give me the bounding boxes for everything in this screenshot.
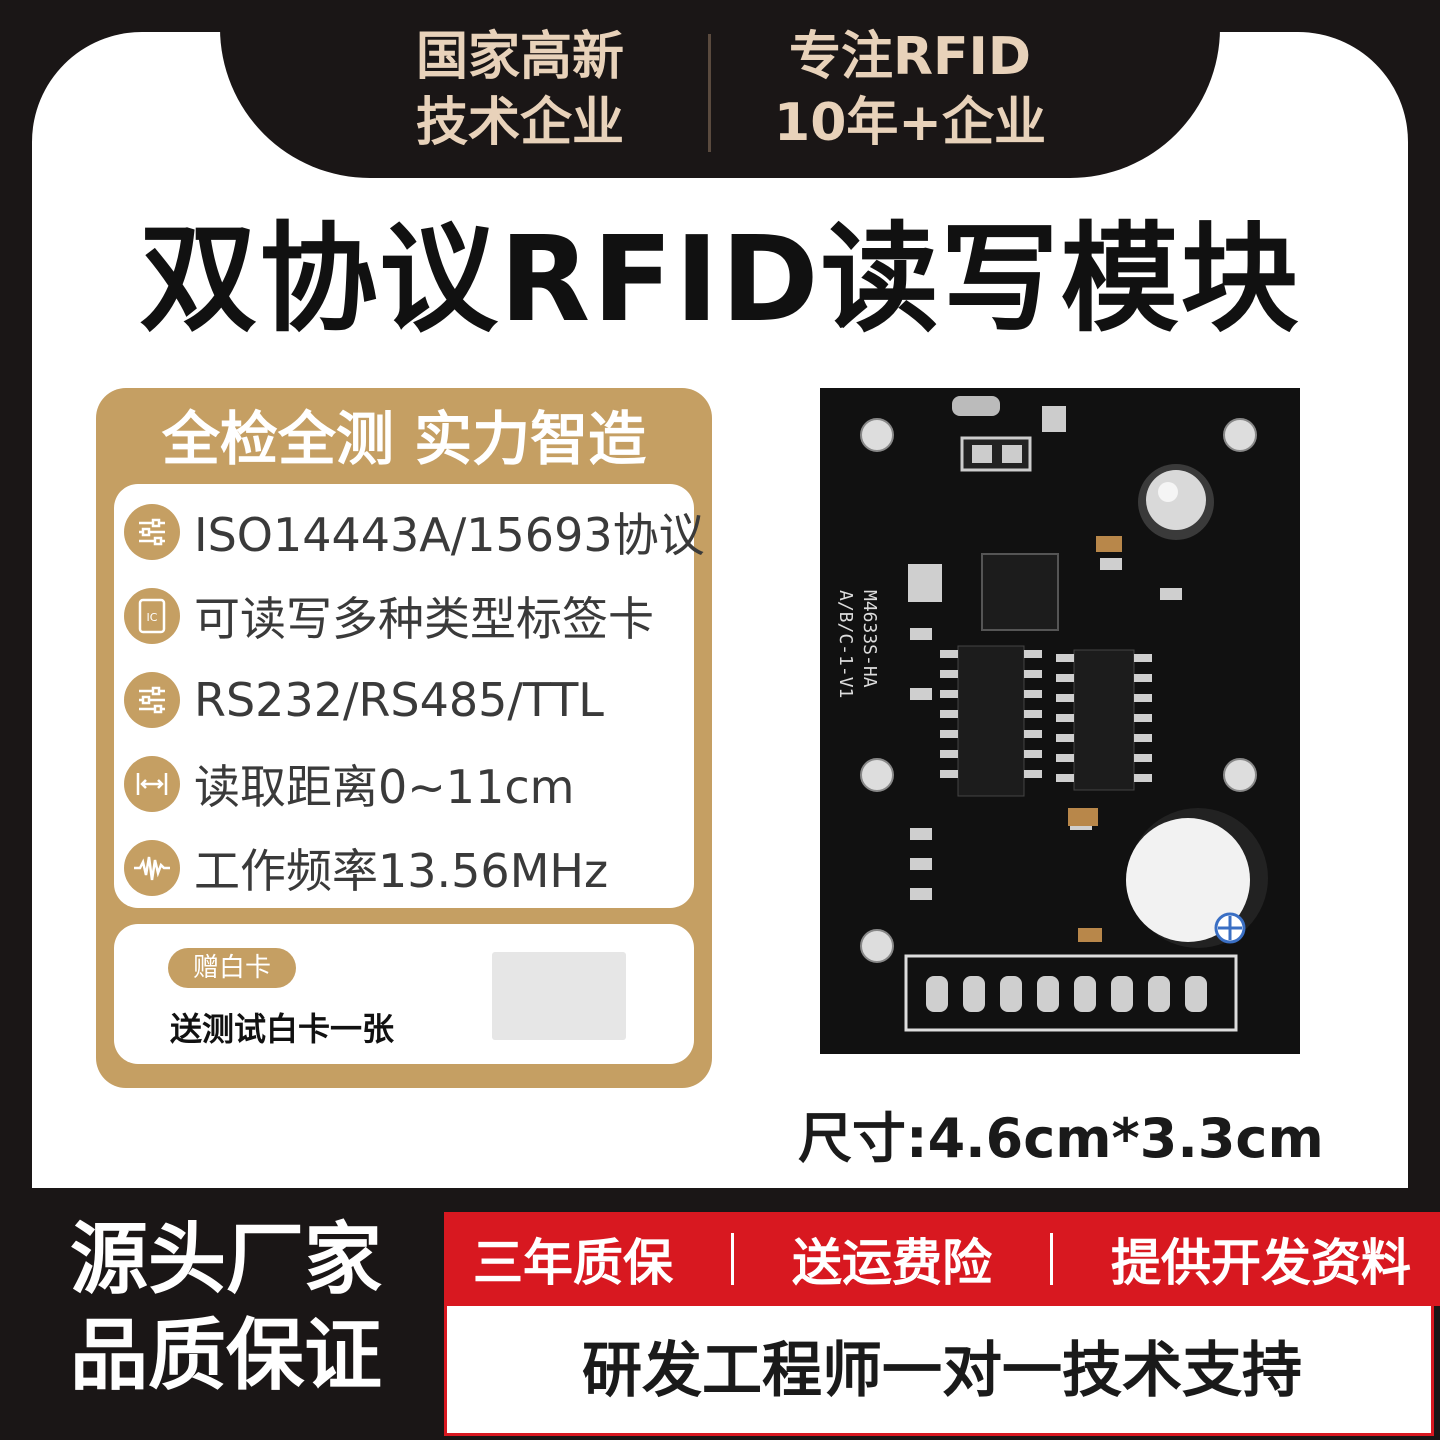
- gift-box: 赠白卡 送测试白卡一张: [114, 924, 694, 1064]
- badge-rfid-experience: 专注RFID 10年+企业: [760, 24, 1060, 156]
- badge-high-tech-line1: 国家高新: [415, 27, 624, 87]
- top-banner: [220, 0, 1220, 178]
- guarantee-bar: [444, 1212, 1440, 1306]
- feature-item: RS232/RS485/TTL: [114, 658, 694, 742]
- guarantee-item: 送运费险: [792, 1234, 992, 1292]
- ic-card-icon: IC: [124, 588, 180, 644]
- guarantee-divider: [1050, 1233, 1053, 1285]
- support-box: [444, 1306, 1434, 1436]
- feature-text: 工作频率13.56MHz: [194, 844, 609, 898]
- slogan-line1: 源头厂家: [69, 1215, 382, 1305]
- silk-label-2: A/B/C-1-V1: [835, 590, 856, 698]
- silk-label-1: M4633S-HA: [859, 590, 880, 688]
- module-size: 尺寸:4.6cm*3.3cm: [798, 1107, 1324, 1170]
- feature-text: 可读写多种类型标签卡: [194, 592, 654, 646]
- guarantee-item: 三年质保: [473, 1234, 673, 1292]
- feature-item: 读取距离0~11cm: [114, 742, 694, 826]
- gift-badge: 赠白卡: [168, 948, 296, 988]
- svg-text:IC: IC: [147, 611, 158, 624]
- white-card-image: [492, 952, 626, 1040]
- factory-slogan: 源头厂家 品质保证: [46, 1212, 406, 1404]
- feature-item: IC 可读写多种类型标签卡: [114, 574, 694, 658]
- support-text: 研发工程师一对一技术支持: [582, 1336, 1302, 1406]
- distance-icon: [124, 756, 180, 812]
- features-heading: 全检全测 实力智造: [161, 405, 647, 473]
- feature-text: ISO14443A/15693协议: [194, 508, 705, 562]
- guarantee-item: 提供开发资料: [1111, 1234, 1411, 1292]
- guarantee-divider: [731, 1233, 734, 1285]
- feature-text: 读取距离0~11cm: [194, 760, 575, 814]
- rfid-module-image: M4633S-HA A/B/C-1-V1: [820, 388, 1300, 1054]
- banner-divider: [708, 34, 711, 152]
- badge-rfid-line2: 10年+企业: [774, 93, 1046, 153]
- feature-item: 工作频率13.56MHz: [114, 826, 694, 910]
- feature-list: ISO14443A/15693协议 IC 可读写多种类型标签卡 RS232/RS…: [114, 484, 705, 910]
- badge-rfid-line1: 专注RFID: [788, 27, 1032, 87]
- badge-high-tech-line2: 技术企业: [415, 93, 624, 153]
- feature-text: RS232/RS485/TTL: [194, 673, 604, 727]
- page-title: 双协议RFID读写模块: [139, 210, 1301, 348]
- gift-text: 送测试白卡一张: [170, 1010, 395, 1048]
- slogan-line2: 品质保证: [69, 1311, 382, 1401]
- sliders-icon: [124, 672, 180, 728]
- waveform-icon: [124, 840, 180, 896]
- badge-high-tech: 国家高新 技术企业: [380, 24, 660, 156]
- guarantee-list: 三年质保 送运费险 提供开发资料: [444, 1212, 1440, 1306]
- sliders-icon: [124, 504, 180, 560]
- feature-item: ISO14443A/15693协议: [114, 490, 705, 574]
